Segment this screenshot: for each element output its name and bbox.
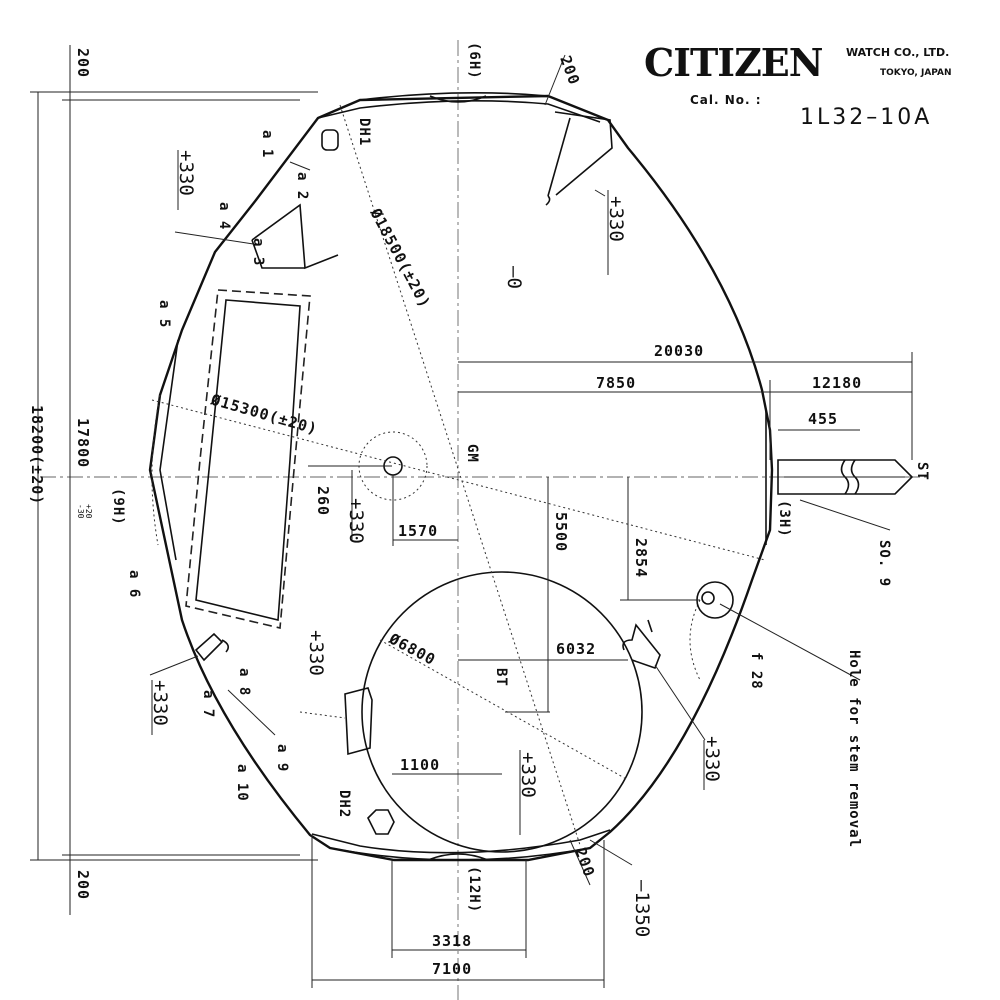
dim-plus330-e: +330 bbox=[149, 680, 171, 726]
dh2-hole bbox=[367, 809, 395, 835]
dim-plus330-g: +330 bbox=[701, 736, 723, 782]
dimension-lines bbox=[30, 45, 913, 988]
dim-height-tol-plus: +20 bbox=[84, 504, 93, 519]
dim-260: 260 bbox=[314, 486, 332, 516]
dim-stem-total: 20030 bbox=[654, 342, 704, 360]
title-block: CITIZEN WATCH CO., LTD. TOKYO, JAPAN Cal… bbox=[644, 40, 952, 130]
label-a7: a 7 bbox=[200, 690, 216, 718]
dim-stem-length: 12180 bbox=[812, 374, 862, 392]
label-a5: a 5 bbox=[156, 300, 172, 328]
label-a6: a 6 bbox=[126, 570, 142, 598]
label-a1: a 1 bbox=[259, 130, 275, 158]
label-gm: GM bbox=[464, 444, 480, 463]
caliber-label: Cal. No. : bbox=[690, 93, 762, 107]
label-dh1: DH1 bbox=[356, 118, 372, 146]
lower-left-spring bbox=[149, 632, 276, 736]
dim-6032: 6032 bbox=[556, 640, 596, 658]
stem-removal-hole bbox=[696, 581, 861, 681]
dim-plus330-d: +330 bbox=[305, 630, 327, 676]
stem bbox=[777, 459, 914, 531]
label-so9: SO. 9 bbox=[876, 540, 892, 587]
hour-positions: (6H) (12H) (9H) (3H) bbox=[110, 42, 792, 913]
pos-6h: (6H) bbox=[466, 42, 482, 80]
dim-height-inner: 17800 bbox=[74, 418, 92, 468]
dim-top-200: 200 bbox=[74, 48, 92, 78]
dim-2854: 2854 bbox=[632, 538, 650, 578]
dim-diameter-main: Ø18500(±20) bbox=[366, 205, 434, 312]
dim-plus330-a: +330 bbox=[175, 150, 197, 196]
dim-plus330-b: +330 bbox=[605, 196, 627, 242]
dimension-values: 200 200 200 200 18200(±20) 17800 +20 -30… bbox=[28, 48, 862, 978]
reference-arcs bbox=[151, 394, 701, 681]
label-a4: a 4 bbox=[216, 202, 232, 230]
dim-bottom-right-200: 200 bbox=[571, 845, 598, 879]
label-a3: a 3 bbox=[250, 238, 266, 266]
label-bt: BT bbox=[493, 668, 509, 687]
pos-12h: (12H) bbox=[466, 866, 482, 913]
dim-diameter-battery: Ø6800 bbox=[385, 629, 439, 669]
center-lines bbox=[40, 40, 930, 1000]
upper-right-clip bbox=[545, 111, 613, 206]
dim-stem-center: 7850 bbox=[596, 374, 636, 392]
label-a2: a 2 bbox=[294, 172, 310, 200]
dim-minus0: –0 bbox=[503, 266, 525, 289]
battery-circle bbox=[361, 571, 643, 853]
dim-stem-offset: 455 bbox=[808, 410, 838, 428]
dim-3318: 3318 bbox=[432, 932, 472, 950]
label-a9: a 9 bbox=[274, 744, 290, 772]
brand-logo: CITIZEN bbox=[644, 40, 823, 85]
dim-height-total: 18200(±20) bbox=[28, 405, 46, 505]
label-a8: a 8 bbox=[236, 668, 252, 696]
dim-plus330-f: +330 bbox=[517, 752, 539, 798]
company-name: WATCH CO., LTD. bbox=[846, 46, 949, 59]
movement-outline bbox=[148, 92, 774, 862]
label-f28: f 28 bbox=[748, 652, 764, 690]
dim-top-right-200: 200 bbox=[556, 53, 583, 87]
dim-5500: 5500 bbox=[552, 512, 570, 552]
label-st: ST bbox=[914, 462, 930, 481]
upper-left-bracket bbox=[174, 129, 339, 270]
component-labels: DH1 DH2 GM BT ST SO. 9 f 28 Hole for ste… bbox=[126, 118, 930, 848]
label-hole-note: Hole for stem removal bbox=[846, 650, 862, 848]
hidden-component bbox=[185, 289, 311, 629]
lower-left-block bbox=[299, 687, 373, 756]
dim-height-tol-minus: -30 bbox=[76, 504, 85, 519]
company-city: TOKYO, JAPAN bbox=[880, 68, 952, 78]
dim-7100: 7100 bbox=[432, 960, 472, 978]
dim-minus1350: –1350 bbox=[631, 880, 653, 937]
dim-1100: 1100 bbox=[400, 756, 440, 774]
lower-right-spring bbox=[622, 619, 706, 741]
caliber-number: 1L32–10A bbox=[800, 105, 932, 130]
dim-bottom-200: 200 bbox=[74, 870, 92, 900]
dim-1570: 1570 bbox=[398, 522, 438, 540]
pos-3h: (3H) bbox=[776, 500, 792, 538]
dim-diameter-inner: Ø15300(±20) bbox=[208, 390, 320, 438]
label-a10: a 10 bbox=[234, 764, 250, 802]
label-dh2: DH2 bbox=[336, 790, 352, 818]
dim-plus330-c: +330 bbox=[345, 498, 367, 544]
pos-9h: (9H) bbox=[110, 488, 126, 526]
